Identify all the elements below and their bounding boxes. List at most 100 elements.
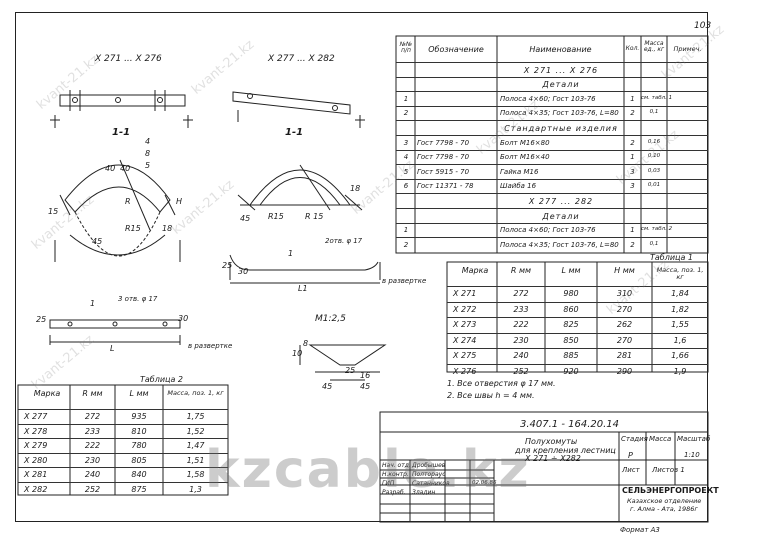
strip-2-outline [229, 254, 379, 271]
table-cell: 825 [563, 320, 579, 329]
top-view-right-bar [232, 91, 351, 115]
name-3: Сатанников [412, 480, 450, 487]
table-row [18, 423, 228, 425]
table-cell: X 281 [24, 470, 48, 479]
strip2-unfolded: в развертке [382, 277, 427, 285]
strip2-mark: 1 [288, 249, 294, 258]
strip1-length: L [110, 344, 115, 353]
detail-dim-10: 10 [292, 349, 303, 358]
spec-cell-name: Полоса 4×60; Гост 103-76 [500, 94, 596, 103]
right-dim-r15a: R15 [268, 212, 284, 221]
table-header-cell: Марка [461, 266, 489, 275]
spec-cell-name: Полоса 4×35; Гост 103-76, L=80 [500, 109, 619, 118]
strip1-dim-25: 25 [36, 315, 47, 324]
table-header-cell: Масса, поз. 1, кг [656, 266, 704, 281]
spec-cell-mass: 0,10 [647, 153, 661, 160]
table-cell: 230 [513, 335, 529, 345]
strip2-length: L1 [298, 284, 308, 293]
detail-dim-16: 16 [360, 371, 371, 380]
left-dim-18: 18 [162, 224, 173, 233]
table-header-cell: Марка [33, 389, 61, 398]
table-cell: 310 [616, 289, 633, 298]
right-dim-45: 45 [240, 214, 251, 223]
table-cell: 840 [131, 470, 147, 479]
table-cell: 1,58 [186, 470, 205, 479]
table-header-cell: R мм [82, 389, 103, 398]
table-cell: 1,84 [671, 289, 689, 298]
spec-h-qty: Кол. [625, 45, 640, 52]
table-header-cell: R мм [510, 266, 532, 275]
name-1: Дробышев [412, 462, 446, 469]
table-row [18, 409, 228, 410]
spec-cell-name: Полоса 4×35; Гост 103-76, L=80 [500, 240, 619, 249]
table-row [447, 332, 708, 334]
table-cell: X 280 [24, 455, 48, 465]
table-cell: X 271 [453, 289, 477, 298]
spec-cell-num: 5 [403, 167, 409, 176]
table-cell: 222 [84, 441, 101, 450]
table-cell: 272 [84, 412, 101, 421]
left-dim-5: 5 [145, 161, 151, 170]
spec-cell-qty: 3 [630, 167, 635, 176]
left-dim-40b: 40 [120, 164, 131, 173]
hole [115, 97, 121, 103]
spec-cell-name: Детали [542, 211, 580, 221]
table-cell: 233 [84, 426, 101, 436]
role-2: Н.контр. [382, 471, 409, 478]
detail-m-outline [308, 344, 387, 366]
left-dim-h: H [176, 197, 183, 206]
scale-header: Масштаб [677, 435, 711, 443]
table-cell: 1,52 [186, 426, 205, 436]
left-dim-4: 4 [145, 137, 151, 146]
table-cell: 1,75 [186, 412, 205, 421]
spec-cell-designation: Гост 7798 - 70 [417, 138, 470, 147]
name-4: Зладин [412, 489, 436, 496]
spec-cell-name: Полоса 4×60; Гост 103-76 [500, 226, 596, 235]
table-row [447, 317, 708, 318]
table-cell: 810 [131, 426, 147, 436]
hole [72, 97, 78, 103]
sign-date: 02.06.86 [472, 480, 497, 486]
spec-h-num: №№ п/п [399, 41, 413, 54]
spec-cell-designation: Гост 5915 - 70 [417, 167, 470, 176]
format-label: Формат А3 [620, 526, 660, 534]
role-1: Нач. отд. [382, 462, 411, 469]
table-cell: 281 [616, 351, 633, 360]
table-cell: X 275 [453, 351, 477, 360]
sheets-label: Листов 1 [652, 466, 685, 474]
spec-cell-num: 4 [403, 153, 409, 162]
hole [157, 97, 163, 103]
mass-header: Масса [649, 435, 672, 443]
table-cell: 1,82 [671, 304, 689, 314]
table-cell: 270 [616, 304, 633, 314]
spec-cell-num: 2 [403, 109, 409, 118]
spec-cell-designation: Гост 11371 - 78 [417, 182, 474, 191]
org-city: г. Алма - Ата, 1986г [630, 505, 698, 513]
spec-cell-mass: 0,01 [647, 182, 661, 189]
role-3: ГИП [382, 480, 395, 487]
spec-cell-mass: 0,1 [649, 240, 659, 247]
table-row [447, 348, 708, 349]
table-cell: X 278 [24, 426, 48, 436]
spec-row: Стандартные изделия [396, 120, 708, 134]
stage-value: Р [628, 451, 633, 460]
left-dim-r15: R15 [125, 224, 141, 233]
table-cell: X 274 [453, 335, 477, 345]
table-row [447, 363, 708, 365]
spec-cell-qty: 1 [630, 153, 635, 162]
table-cell: 1,6 [673, 335, 687, 345]
table-header-cell: H мм [614, 266, 635, 275]
spec-row: X 271 ... X 276 [396, 62, 708, 76]
spec-row: Детали [396, 76, 708, 91]
strip1-dim-30: 30 [178, 314, 189, 323]
strip1-holes: 3 отв. φ 17 [118, 295, 158, 303]
note-2: 2. Все швы h = 4 мм. [447, 391, 535, 400]
table2-caption: Таблица 2 [140, 375, 184, 384]
spec-row: X 277 ... 282 [396, 193, 708, 207]
spec-cell-qty: 1 [630, 226, 635, 235]
spec-cell-num: 1 [403, 94, 409, 103]
section-right-label: 1-1 [285, 127, 304, 138]
